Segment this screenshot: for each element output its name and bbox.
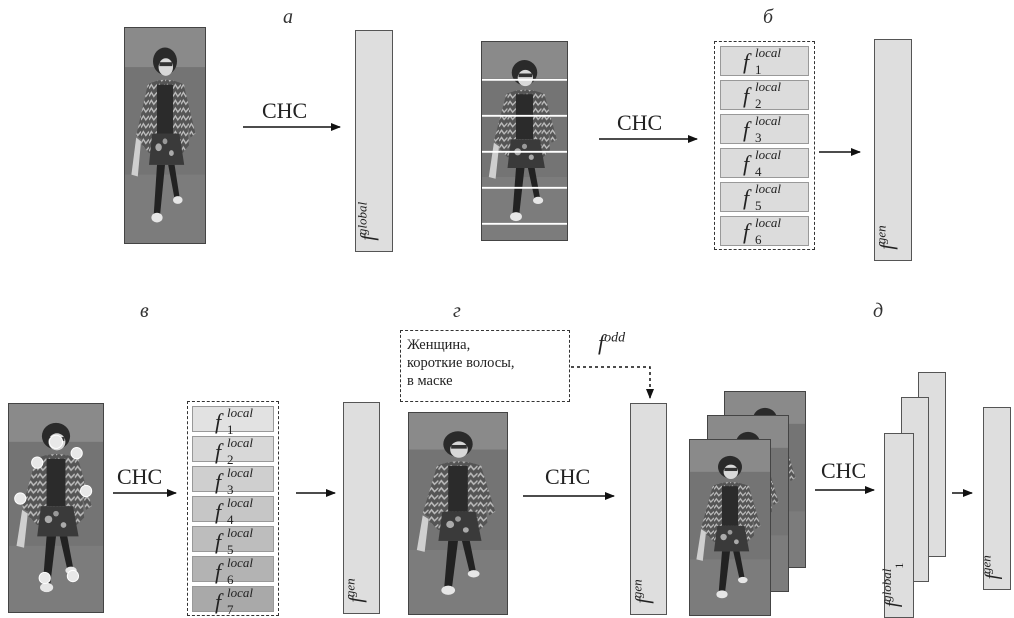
- arrow-odd: [571, 366, 654, 399]
- attribute-description-box: [400, 330, 570, 402]
- panel-label-g: г: [453, 300, 461, 322]
- cnn-label-b: СНС: [617, 110, 663, 135]
- global-feature-vector-stack-1: fglobal1: [879, 433, 914, 618]
- local-features-group-v: [187, 401, 279, 616]
- cnn-label-d: СНС: [821, 458, 867, 483]
- person-image-a: [124, 27, 206, 244]
- cnn-label-v: СНС: [117, 464, 163, 489]
- gen-feature-vector-g: fgen: [629, 403, 667, 615]
- person-image-keypoints: [8, 403, 104, 613]
- panel-label-d: д: [873, 300, 884, 322]
- person-image-stack-1: [689, 439, 771, 616]
- panel-label-b: б: [763, 6, 774, 28]
- global-feature-vector: fglobal: [354, 30, 393, 252]
- gen-feature-vector-v: fgen: [342, 402, 380, 614]
- cnn-label-g: СНС: [545, 464, 591, 489]
- local-features-group-b: [714, 41, 815, 250]
- panel-label-a: а: [283, 6, 293, 28]
- cnn-label-a: СНС: [262, 98, 308, 123]
- odd-feature-label: fodd: [598, 330, 626, 355]
- gen-feature-vector-b: fgen: [873, 39, 912, 261]
- person-image-b: [481, 41, 568, 241]
- gen-feature-vector-d: fgen: [979, 407, 1011, 590]
- person-image-g: [408, 412, 508, 615]
- panel-label-v: в: [140, 300, 149, 322]
- attribute-description-text: Женщина, короткие волосы, в маске: [407, 337, 515, 389]
